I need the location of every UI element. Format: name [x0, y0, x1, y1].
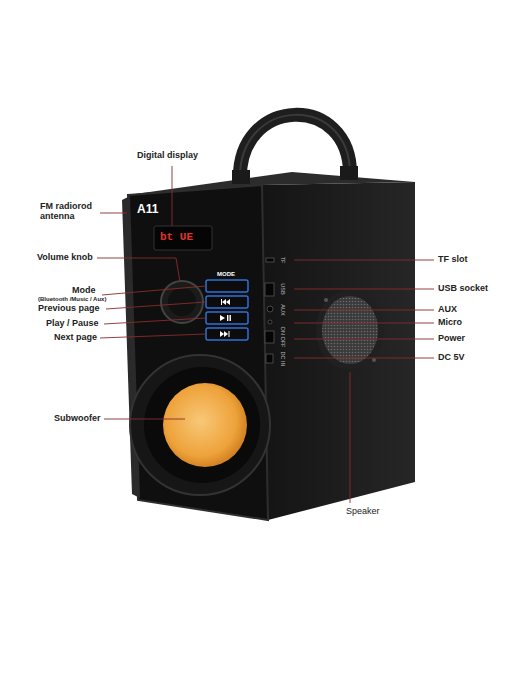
part-label: Volume knob	[37, 253, 93, 263]
part-label: Power	[438, 334, 465, 344]
part-label: FM radiorod antenna	[40, 202, 98, 222]
port-mark: ON OFF	[280, 327, 286, 348]
part-note: (Bluetooth /Music / Aux)	[38, 296, 106, 303]
part-label: Next page	[54, 333, 97, 343]
model-mark: A11	[137, 203, 158, 216]
part-label: Digital display	[137, 151, 198, 161]
port-mark: DC IN	[280, 352, 286, 367]
part-label: Speaker	[346, 507, 380, 517]
display-readout: bt UE	[160, 231, 193, 243]
part-label: AUX	[438, 305, 457, 315]
button-mark: MODE	[217, 271, 235, 278]
part-label: Micro	[438, 318, 462, 328]
part-label: Previous page	[38, 304, 100, 314]
port-mark: AUX	[280, 304, 286, 315]
part-label: DC 5V	[438, 353, 465, 363]
part-label: Mode	[72, 286, 96, 296]
port-mark: TF	[280, 257, 286, 264]
part-label: Play / Pause	[46, 319, 99, 329]
part-label: Subwoofer	[54, 414, 101, 424]
part-label: USB socket	[438, 284, 488, 294]
part-label: TF slot	[438, 255, 468, 265]
port-mark: USB	[280, 283, 286, 294]
